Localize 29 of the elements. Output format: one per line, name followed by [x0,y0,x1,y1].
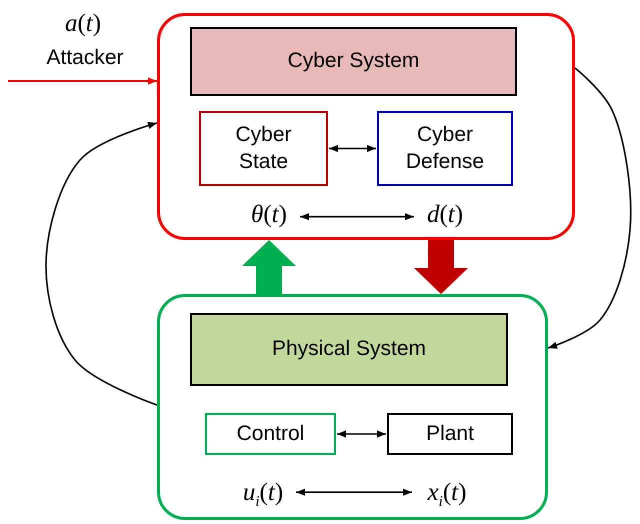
process-box [387,413,513,455]
curved-arrow [548,67,632,349]
box-label: Cyber State [234,122,293,174]
box-label: Physical System [272,336,426,362]
arrow [8,77,157,85]
block-arrow [414,240,468,294]
block-arrow [242,240,296,294]
process-box [190,27,517,96]
arrow [329,144,376,152]
physical-system-container [157,294,548,520]
box-label: Cyber System [288,48,420,74]
box-label: Control [236,420,304,447]
arrow [296,488,412,496]
process-box [205,413,336,455]
math-label: d(t) [426,200,464,230]
attacker-label: Attacker [45,45,125,71]
math-label: u$_{i}$(t) [242,478,284,512]
math-label: θ(t) [251,200,287,230]
process-box [190,313,508,386]
box-label: Plant [426,420,474,447]
process-box [377,111,513,186]
math-label: x$_{i}$(t) [428,478,466,512]
arrow [300,213,414,220]
math-label: a(t) [64,9,102,39]
box-label: Cyber Defense [404,122,486,174]
cyber-system-container [157,13,575,240]
process-box [199,111,328,186]
curved-arrow [45,122,158,406]
arrow [337,430,386,438]
